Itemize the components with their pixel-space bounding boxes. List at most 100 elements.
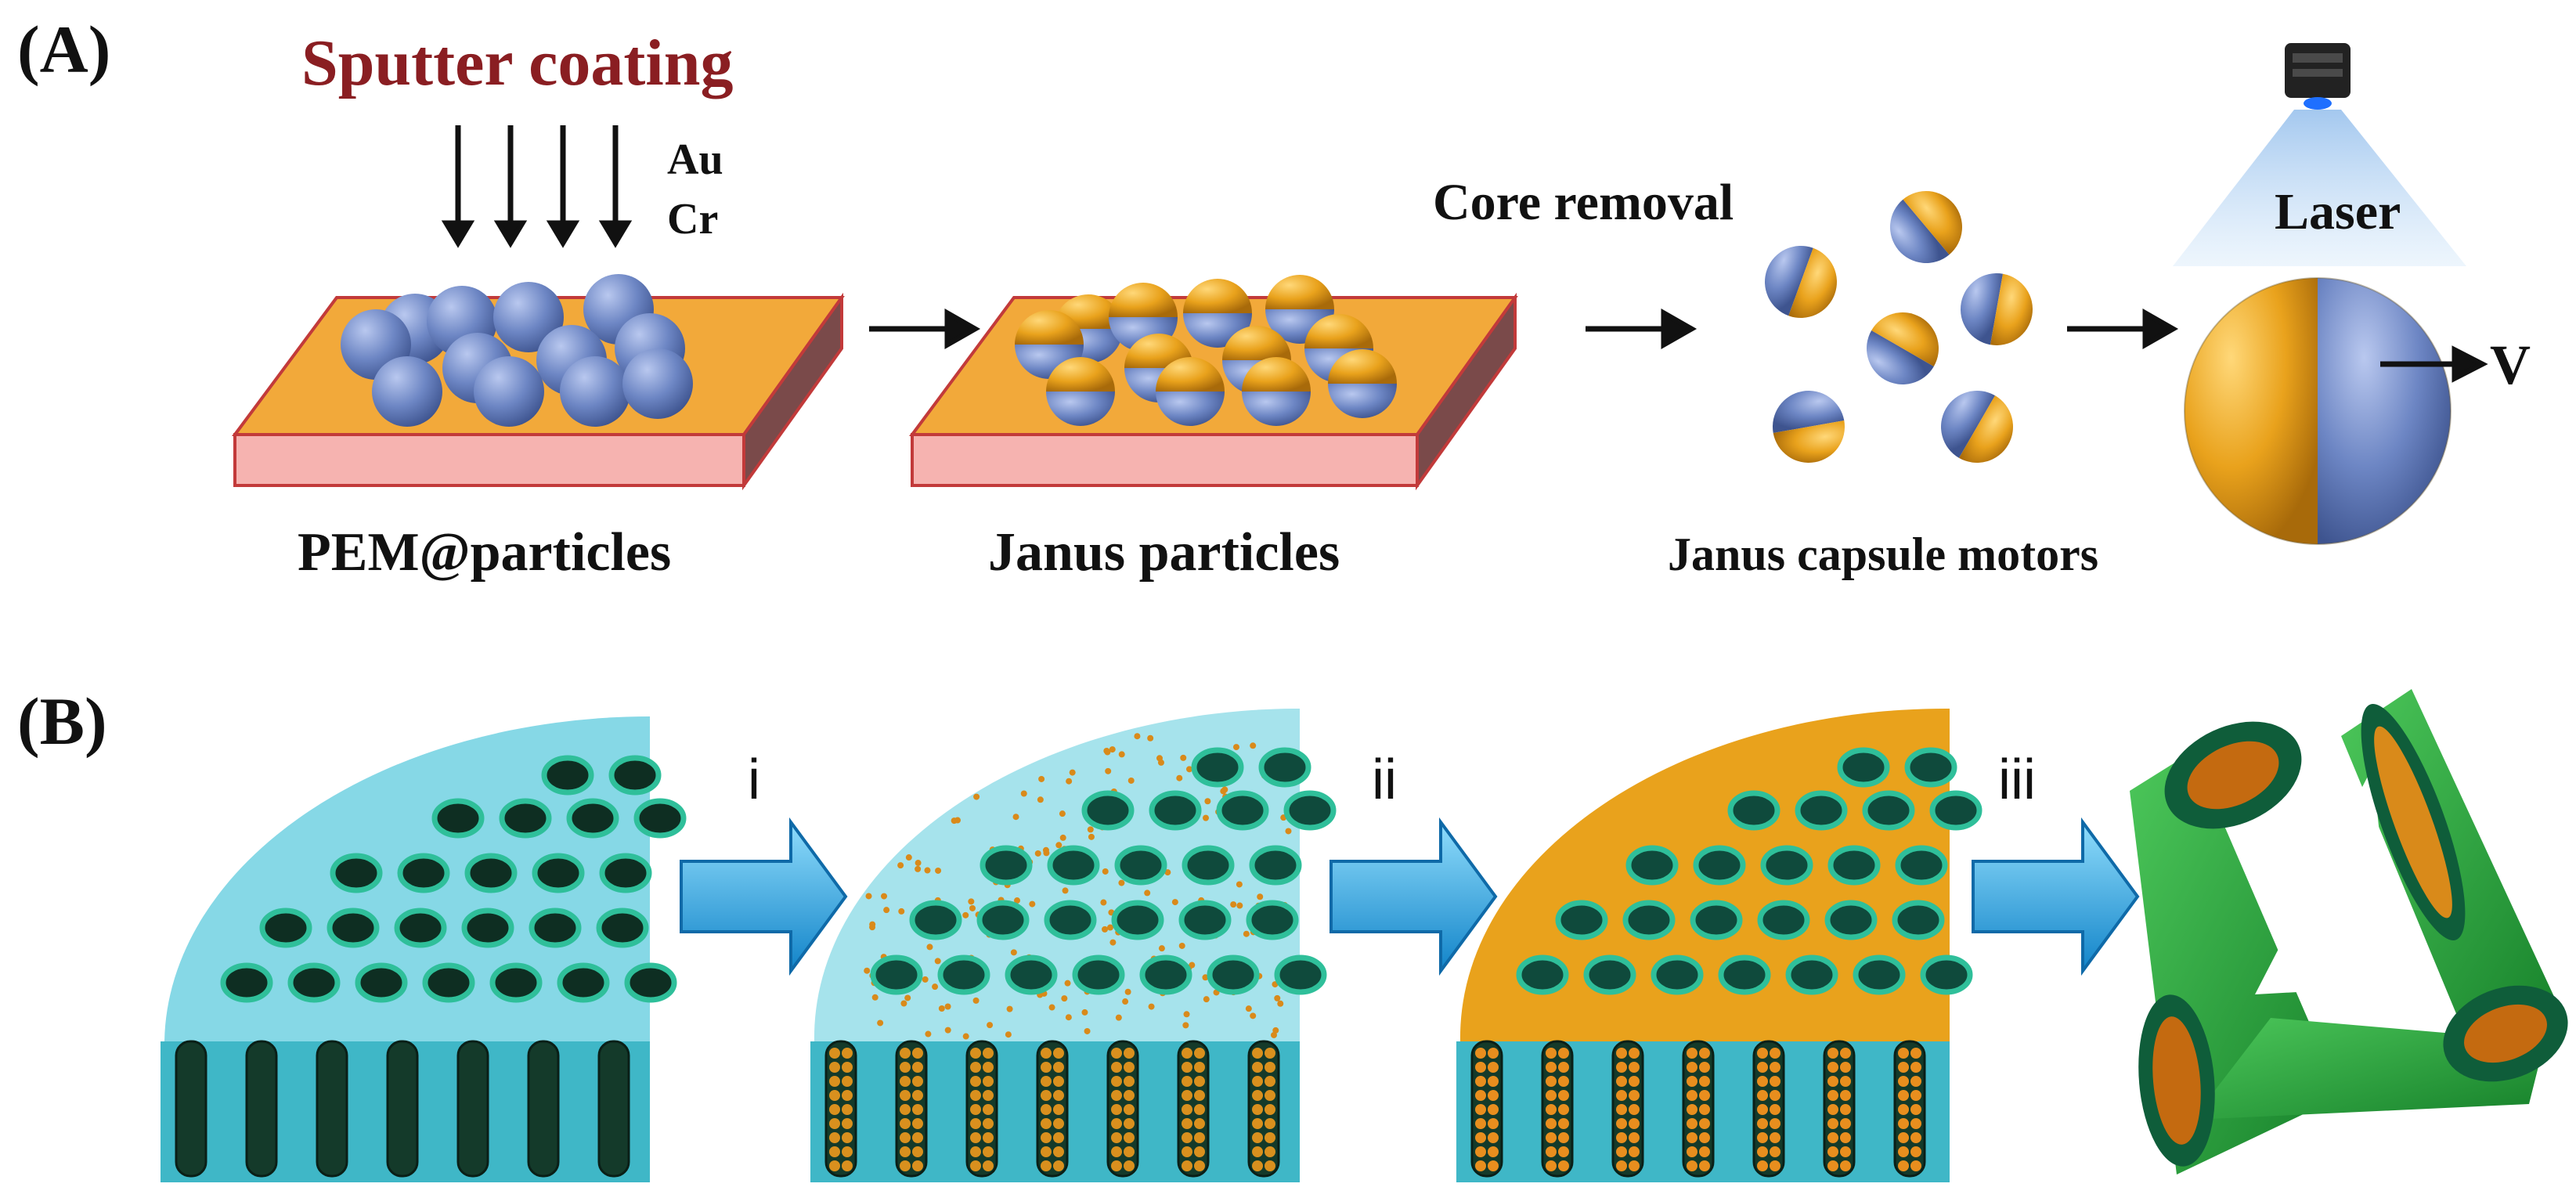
blue-sphere xyxy=(560,356,630,427)
janus-sphere xyxy=(1046,357,1115,426)
metal-cr-label: Cr xyxy=(667,195,718,244)
pore xyxy=(1084,793,1131,828)
pore xyxy=(1932,793,1979,828)
janus-capsule-group xyxy=(1755,176,2038,476)
pore xyxy=(1008,958,1055,992)
pore xyxy=(1798,793,1845,828)
caption-pem-particles: PEM@particles xyxy=(298,522,671,583)
sputter-coating-title: Sputter coating xyxy=(301,27,733,99)
pore xyxy=(400,856,447,890)
blue-sphere xyxy=(372,356,442,427)
membrane-with-particles xyxy=(810,709,1333,1182)
pore xyxy=(435,801,482,835)
pore xyxy=(1050,848,1097,882)
pore xyxy=(1210,958,1257,992)
janus-capsule xyxy=(1853,299,1952,398)
pore xyxy=(1625,903,1672,937)
sputter-arrows xyxy=(446,125,627,243)
laser-source-icon xyxy=(2285,43,2351,110)
step-label-ii: ii xyxy=(1372,749,1397,811)
laser-label: Laser xyxy=(2275,183,2401,240)
pore xyxy=(1194,750,1241,785)
pore xyxy=(1185,848,1232,882)
pore xyxy=(535,856,582,890)
channel xyxy=(529,1041,558,1176)
membrane-gold-coated xyxy=(1456,709,1979,1182)
panel-a-label: (A) xyxy=(17,12,110,87)
pore xyxy=(532,911,579,945)
pore xyxy=(1923,958,1970,992)
process-arrow-1 xyxy=(869,313,975,345)
pore xyxy=(1249,903,1296,937)
pore xyxy=(467,856,514,890)
step-arrow-ii xyxy=(1331,822,1495,971)
pore xyxy=(627,965,674,1000)
channel xyxy=(176,1041,206,1176)
pore xyxy=(1629,848,1676,882)
janus-capsule xyxy=(1755,236,1847,328)
nanotube-motors xyxy=(2130,689,2576,1175)
pore xyxy=(980,903,1026,937)
channel xyxy=(599,1041,629,1176)
janus-capsule xyxy=(1875,176,1977,278)
pore xyxy=(1693,903,1740,937)
pore xyxy=(612,758,658,792)
metal-au-label: Au xyxy=(667,135,723,184)
pore xyxy=(1831,848,1878,882)
pore xyxy=(983,848,1030,882)
pore xyxy=(1558,903,1605,937)
pore xyxy=(330,911,377,945)
pore xyxy=(560,965,607,1000)
pore xyxy=(1252,848,1299,882)
pore xyxy=(1142,958,1189,992)
pore xyxy=(1654,958,1701,992)
pore xyxy=(569,801,616,835)
pore xyxy=(1277,958,1324,992)
pore xyxy=(1907,750,1954,785)
janus-motor-large xyxy=(2185,278,2451,544)
velocity-label: V xyxy=(2490,334,2531,396)
pore xyxy=(873,958,920,992)
pore xyxy=(1114,903,1161,937)
pore xyxy=(544,758,591,792)
pore xyxy=(1895,903,1942,937)
pore xyxy=(1152,793,1199,828)
caption-janus-capsule-motors: Janus capsule motors xyxy=(1668,529,2098,580)
blue-sphere xyxy=(474,356,544,427)
pore xyxy=(358,965,405,1000)
pore xyxy=(1840,750,1887,785)
pore xyxy=(940,958,987,992)
step-arrow-iii xyxy=(1973,822,2138,971)
pore xyxy=(223,965,270,1000)
pore xyxy=(425,965,472,1000)
janus-capsule xyxy=(1767,385,1851,469)
pore xyxy=(1763,848,1810,882)
pore xyxy=(637,801,684,835)
pore xyxy=(602,856,649,890)
pore xyxy=(1856,958,1903,992)
pore xyxy=(1182,903,1228,937)
channel xyxy=(247,1041,276,1176)
process-arrow-3 xyxy=(2067,313,2173,345)
pore xyxy=(1261,750,1308,785)
step-arrow-i xyxy=(681,822,846,971)
process-arrow-2 xyxy=(1586,313,1691,345)
channel xyxy=(458,1041,488,1176)
pore xyxy=(262,911,309,945)
pore xyxy=(502,801,549,835)
pore xyxy=(1865,793,1912,828)
pore xyxy=(492,965,539,1000)
pore xyxy=(1286,793,1333,828)
core-removal-label: Core removal xyxy=(1433,174,1734,231)
pore xyxy=(333,856,380,890)
pore xyxy=(1730,793,1777,828)
channel xyxy=(388,1041,417,1176)
pore xyxy=(1721,958,1768,992)
pore xyxy=(1519,958,1566,992)
pore xyxy=(1075,958,1122,992)
pore xyxy=(464,911,511,945)
pore xyxy=(1117,848,1164,882)
janus-sphere xyxy=(1242,357,1311,426)
panel-b-label: (B) xyxy=(17,684,107,759)
